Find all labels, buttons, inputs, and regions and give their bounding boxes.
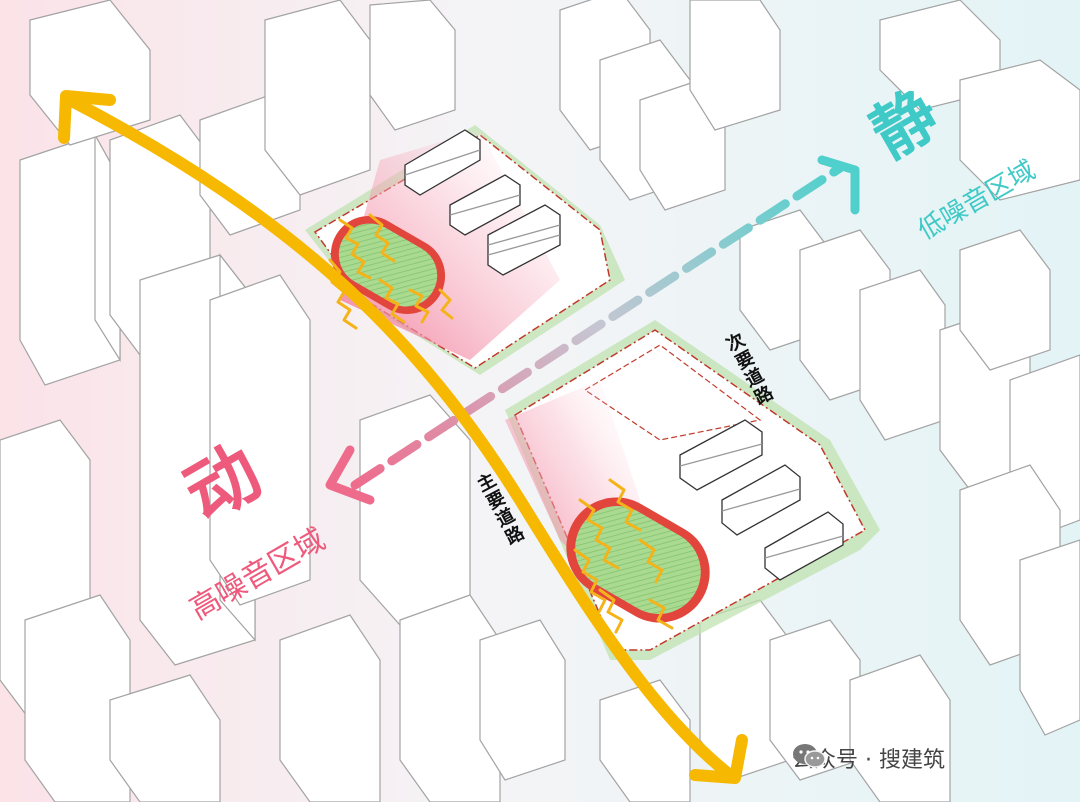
- school-buildings-south: [679, 419, 844, 581]
- noise-transition-arrow: [325, 155, 860, 505]
- main-road-arrow: [58, 90, 748, 784]
- watermark: 公众号 · 搜建筑: [792, 742, 945, 774]
- wechat-icon: [793, 744, 826, 768]
- high-noise-arrowhead: [325, 445, 375, 505]
- school-buildings-north: [404, 129, 561, 276]
- low-noise-arrowhead: [817, 155, 860, 215]
- noise-waves: [328, 213, 674, 634]
